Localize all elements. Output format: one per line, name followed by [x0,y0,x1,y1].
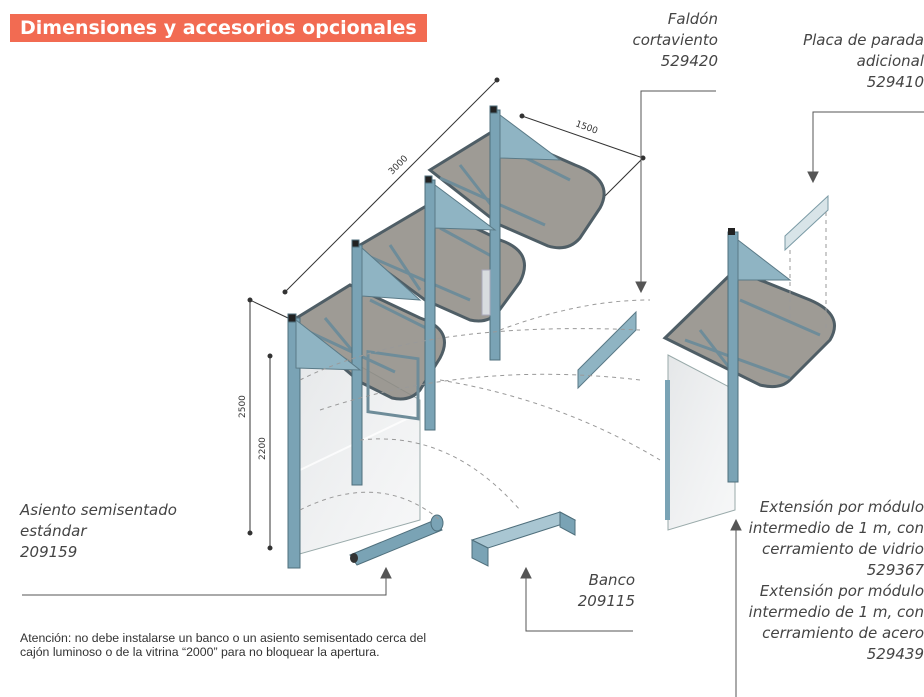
faldon-name-1: Faldón [667,10,718,28]
dim-total-height: 2500 [238,395,248,418]
placa-name-1: Placa de parada [803,31,924,49]
vertical-posts [287,105,501,569]
faldon-code: 529420 [660,52,718,70]
asiento-code: 209159 [20,543,78,561]
faldon-name-2: cortaviento [632,31,718,49]
ext-vidrio-line-2: intermedio de 1 m, con [748,519,924,537]
ext-vidrio-code: 529367 [866,561,924,579]
ext-acero-line-2: intermedio de 1 m, con [748,603,924,621]
extension-roof [662,268,836,389]
placa-code: 529410 [866,73,924,91]
extension-module [662,228,836,531]
asiento-label: Asiento semisentado estándar 209159 [20,500,220,563]
callout-arrows [22,90,924,697]
roof-module-3 [427,128,606,250]
banco-code: 209115 [577,592,635,610]
banco-part [470,511,577,567]
ext-acero-line-1: Extensión por módulo [759,582,924,600]
extension-glass [667,354,736,531]
ext-acero-code: 529439 [866,645,924,663]
faldon-panel [577,310,637,390]
asiento-part [349,514,444,566]
ext-vidrio-line-3: cerramiento de vidrio [762,540,924,558]
extension-acero-label: Extensión por módulo intermedio de 1 m, … [744,581,924,665]
placa-label: Placa de parada adicional 529410 [780,30,924,93]
end-glass-strip [481,269,491,316]
installation-note: Atención: no debe instalarse un banco o … [20,631,427,659]
dim-clear-height: 2200 [258,437,268,460]
dim-depth: 1500 [574,119,599,136]
main-shelter [287,105,606,569]
asiento-name-2: estándar [20,522,87,540]
dim-length: 3000 [387,154,410,177]
page-title: Dimensiones y accesorios opcionales [10,14,427,42]
faldon-label: Faldón cortaviento 529420 [600,9,718,72]
banco-label: Banco 209115 [540,570,635,612]
placa-panel [784,194,829,252]
placement-arcs [299,212,827,521]
dimension-lines [247,77,646,551]
asiento-name-1: Asiento semisentado [20,501,177,519]
placa-name-2: adicional [856,52,924,70]
side-fins [295,114,562,371]
extension-vidrio-label: Extensión por módulo intermedio de 1 m, … [744,497,924,581]
ext-vidrio-line-1: Extensión por módulo [759,498,924,516]
banco-name: Banco [588,571,635,589]
ext-acero-line-3: cerramiento de acero [762,624,924,642]
extension-post [727,231,739,483]
